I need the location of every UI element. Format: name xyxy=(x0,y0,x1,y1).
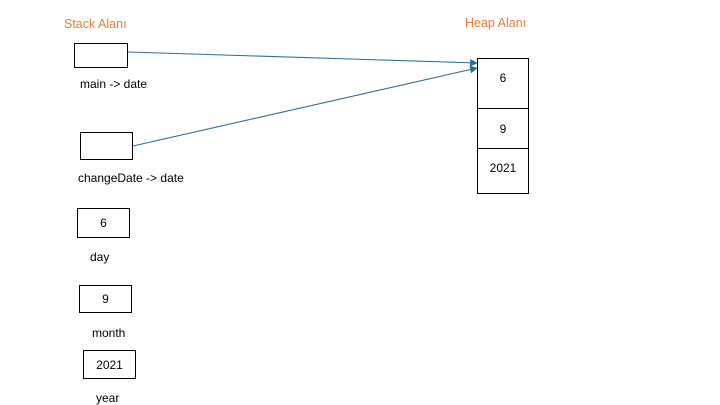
month-value: 9 xyxy=(102,292,109,306)
heap-cell-day: 6 xyxy=(478,59,528,109)
day-value-box: 6 xyxy=(77,208,130,238)
main-date-arrow xyxy=(127,51,478,67)
year-label: year xyxy=(96,391,120,405)
heap-object-box: 6 9 2021 xyxy=(477,58,529,194)
heap-cell-day-value: 6 xyxy=(499,71,507,85)
month-label: month xyxy=(92,326,126,340)
day-label: day xyxy=(90,250,110,264)
month-value-box: 9 xyxy=(79,285,132,313)
day-value: 6 xyxy=(100,216,107,230)
heap-heading: Heap Alanı xyxy=(465,16,527,30)
stack-heading: Stack Alanı xyxy=(64,17,127,31)
heap-cell-year-value: 2021 xyxy=(489,161,517,175)
changedate-date-arrow xyxy=(132,65,478,147)
main-date-ref-label: main -> date xyxy=(80,77,148,91)
changedate-date-ref-label: changeDate -> date xyxy=(78,171,184,185)
year-value: 2021 xyxy=(96,357,123,372)
changedate-date-ref-box xyxy=(80,132,133,160)
main-date-ref-box xyxy=(74,43,128,68)
heap-cell-month: 9 xyxy=(478,109,528,149)
year-value-box: 2021 xyxy=(83,350,136,379)
heap-cell-year: 2021 xyxy=(478,149,528,193)
heap-cell-month-value: 9 xyxy=(499,122,507,136)
